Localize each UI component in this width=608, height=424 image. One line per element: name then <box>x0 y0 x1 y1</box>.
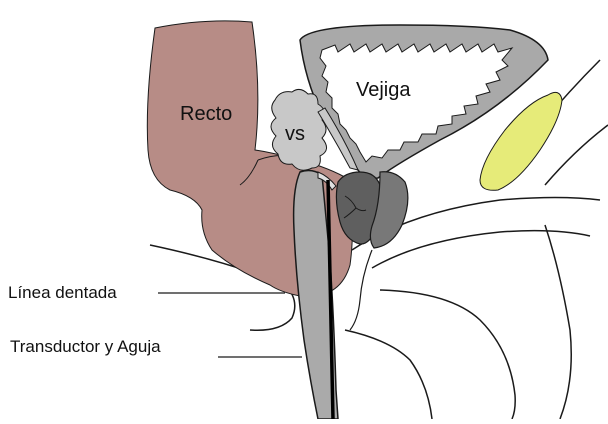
abdominal-outline <box>545 125 608 185</box>
label-seminal-vesicles: vs <box>285 123 305 145</box>
label-dentate-line: Línea dentada <box>8 283 117 302</box>
label-bladder: Vejiga <box>356 79 411 101</box>
label-rectum: Recto <box>180 103 232 125</box>
scrotal-outline-2 <box>545 225 571 419</box>
scrotal-outline <box>380 290 515 419</box>
label-transducer-needle: Transductor y Aguja <box>10 337 161 356</box>
penile-outline-lower <box>372 231 590 268</box>
urethra-line <box>350 250 372 330</box>
body-outline-bottom <box>345 330 432 419</box>
